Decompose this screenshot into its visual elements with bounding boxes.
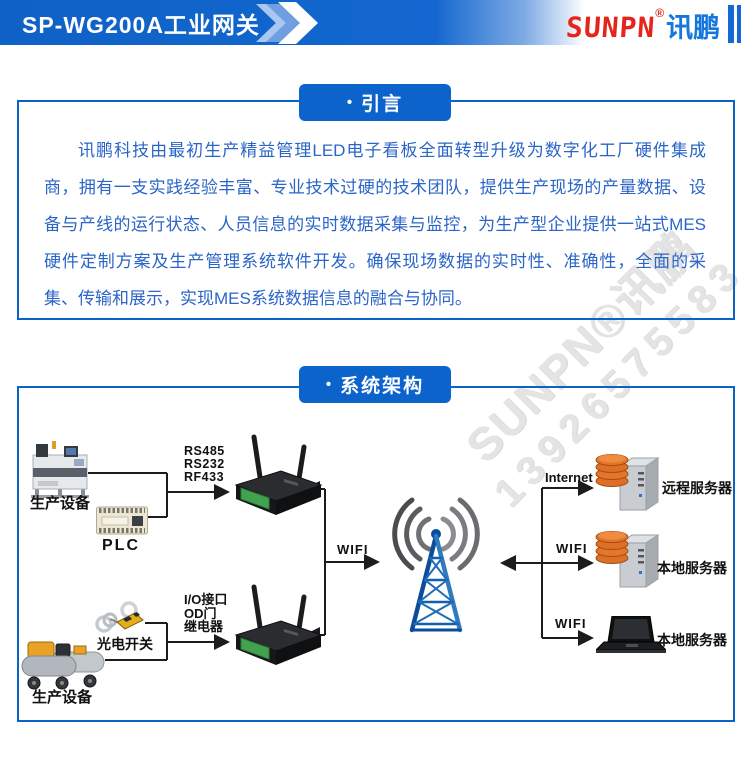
- gateway-top-icon: [234, 434, 323, 515]
- io-interface-label: I/O接口: [184, 592, 228, 607]
- laptop-icon: [596, 616, 666, 653]
- local-server-icon: [595, 531, 660, 588]
- section-title-text: 引言: [361, 94, 404, 115]
- photo-switch-icon: [95, 601, 144, 633]
- header-bar: SP-WG200A工业网关 SUNPN®讯鹏: [0, 0, 750, 45]
- brand-logo: SUNPN®讯鹏: [564, 6, 721, 45]
- gateway-bottom-icon: [234, 584, 323, 665]
- local-server-label: 本地服务器: [657, 560, 727, 576]
- logo-accent-bar: [728, 5, 734, 43]
- bullet-icon: •: [346, 94, 353, 111]
- io-labels: I/O接口 OD门 继电器: [184, 593, 227, 634]
- intro-paragraph: 讯鹏科技由最初生产精益管理LED电子看板全面转型升级为数字化工厂硬件集成商，拥有…: [44, 141, 706, 308]
- smt-machine-icon: [31, 441, 89, 498]
- protocol-rs232: RS232: [184, 457, 225, 471]
- plc-label: PLC: [102, 537, 140, 554]
- plc-icon: [96, 506, 148, 535]
- wifi-mid-label: WIFI: [556, 541, 588, 556]
- connector-lines: [88, 472, 594, 661]
- page-title: SP-WG200A工业网关: [22, 11, 260, 38]
- device-top-label: 生产设备: [30, 495, 91, 512]
- remote-server-label: 远程服务器: [662, 480, 732, 496]
- brand-name: SUNPN: [564, 11, 657, 44]
- bullet-icon: •: [325, 376, 332, 393]
- local-server2-label: 本地服务器: [657, 632, 727, 648]
- wifi-left-label: WIFI: [337, 542, 369, 557]
- compressor-icon: [21, 641, 105, 690]
- protocol-rf433: RF433: [184, 470, 225, 484]
- registered-mark: ®: [655, 6, 665, 20]
- logo-accent-bar: [737, 5, 741, 43]
- section-title-text: 系统架构: [340, 376, 425, 397]
- remote-server-icon: [595, 454, 660, 511]
- flow-arrows: [88, 472, 594, 661]
- protocol-rs485: RS485: [184, 444, 225, 458]
- section-title-architecture: • 系统架构: [299, 366, 451, 403]
- wifi-tower-icon: [392, 497, 480, 633]
- protocol-labels: RS485 RS232 RF433: [184, 445, 225, 484]
- internet-label: Internet: [545, 470, 593, 485]
- od-door-label: OD门: [184, 605, 217, 621]
- device-bottom-label: 生产设备: [32, 689, 93, 706]
- wifi-bottom-label: WIFI: [555, 616, 587, 631]
- brand-name-cn: 讯鹏: [666, 13, 721, 43]
- section-title-intro: • 引言: [299, 84, 451, 121]
- photo-switch-label: 光电开关: [97, 636, 153, 652]
- relay-label: 继电器: [184, 619, 224, 634]
